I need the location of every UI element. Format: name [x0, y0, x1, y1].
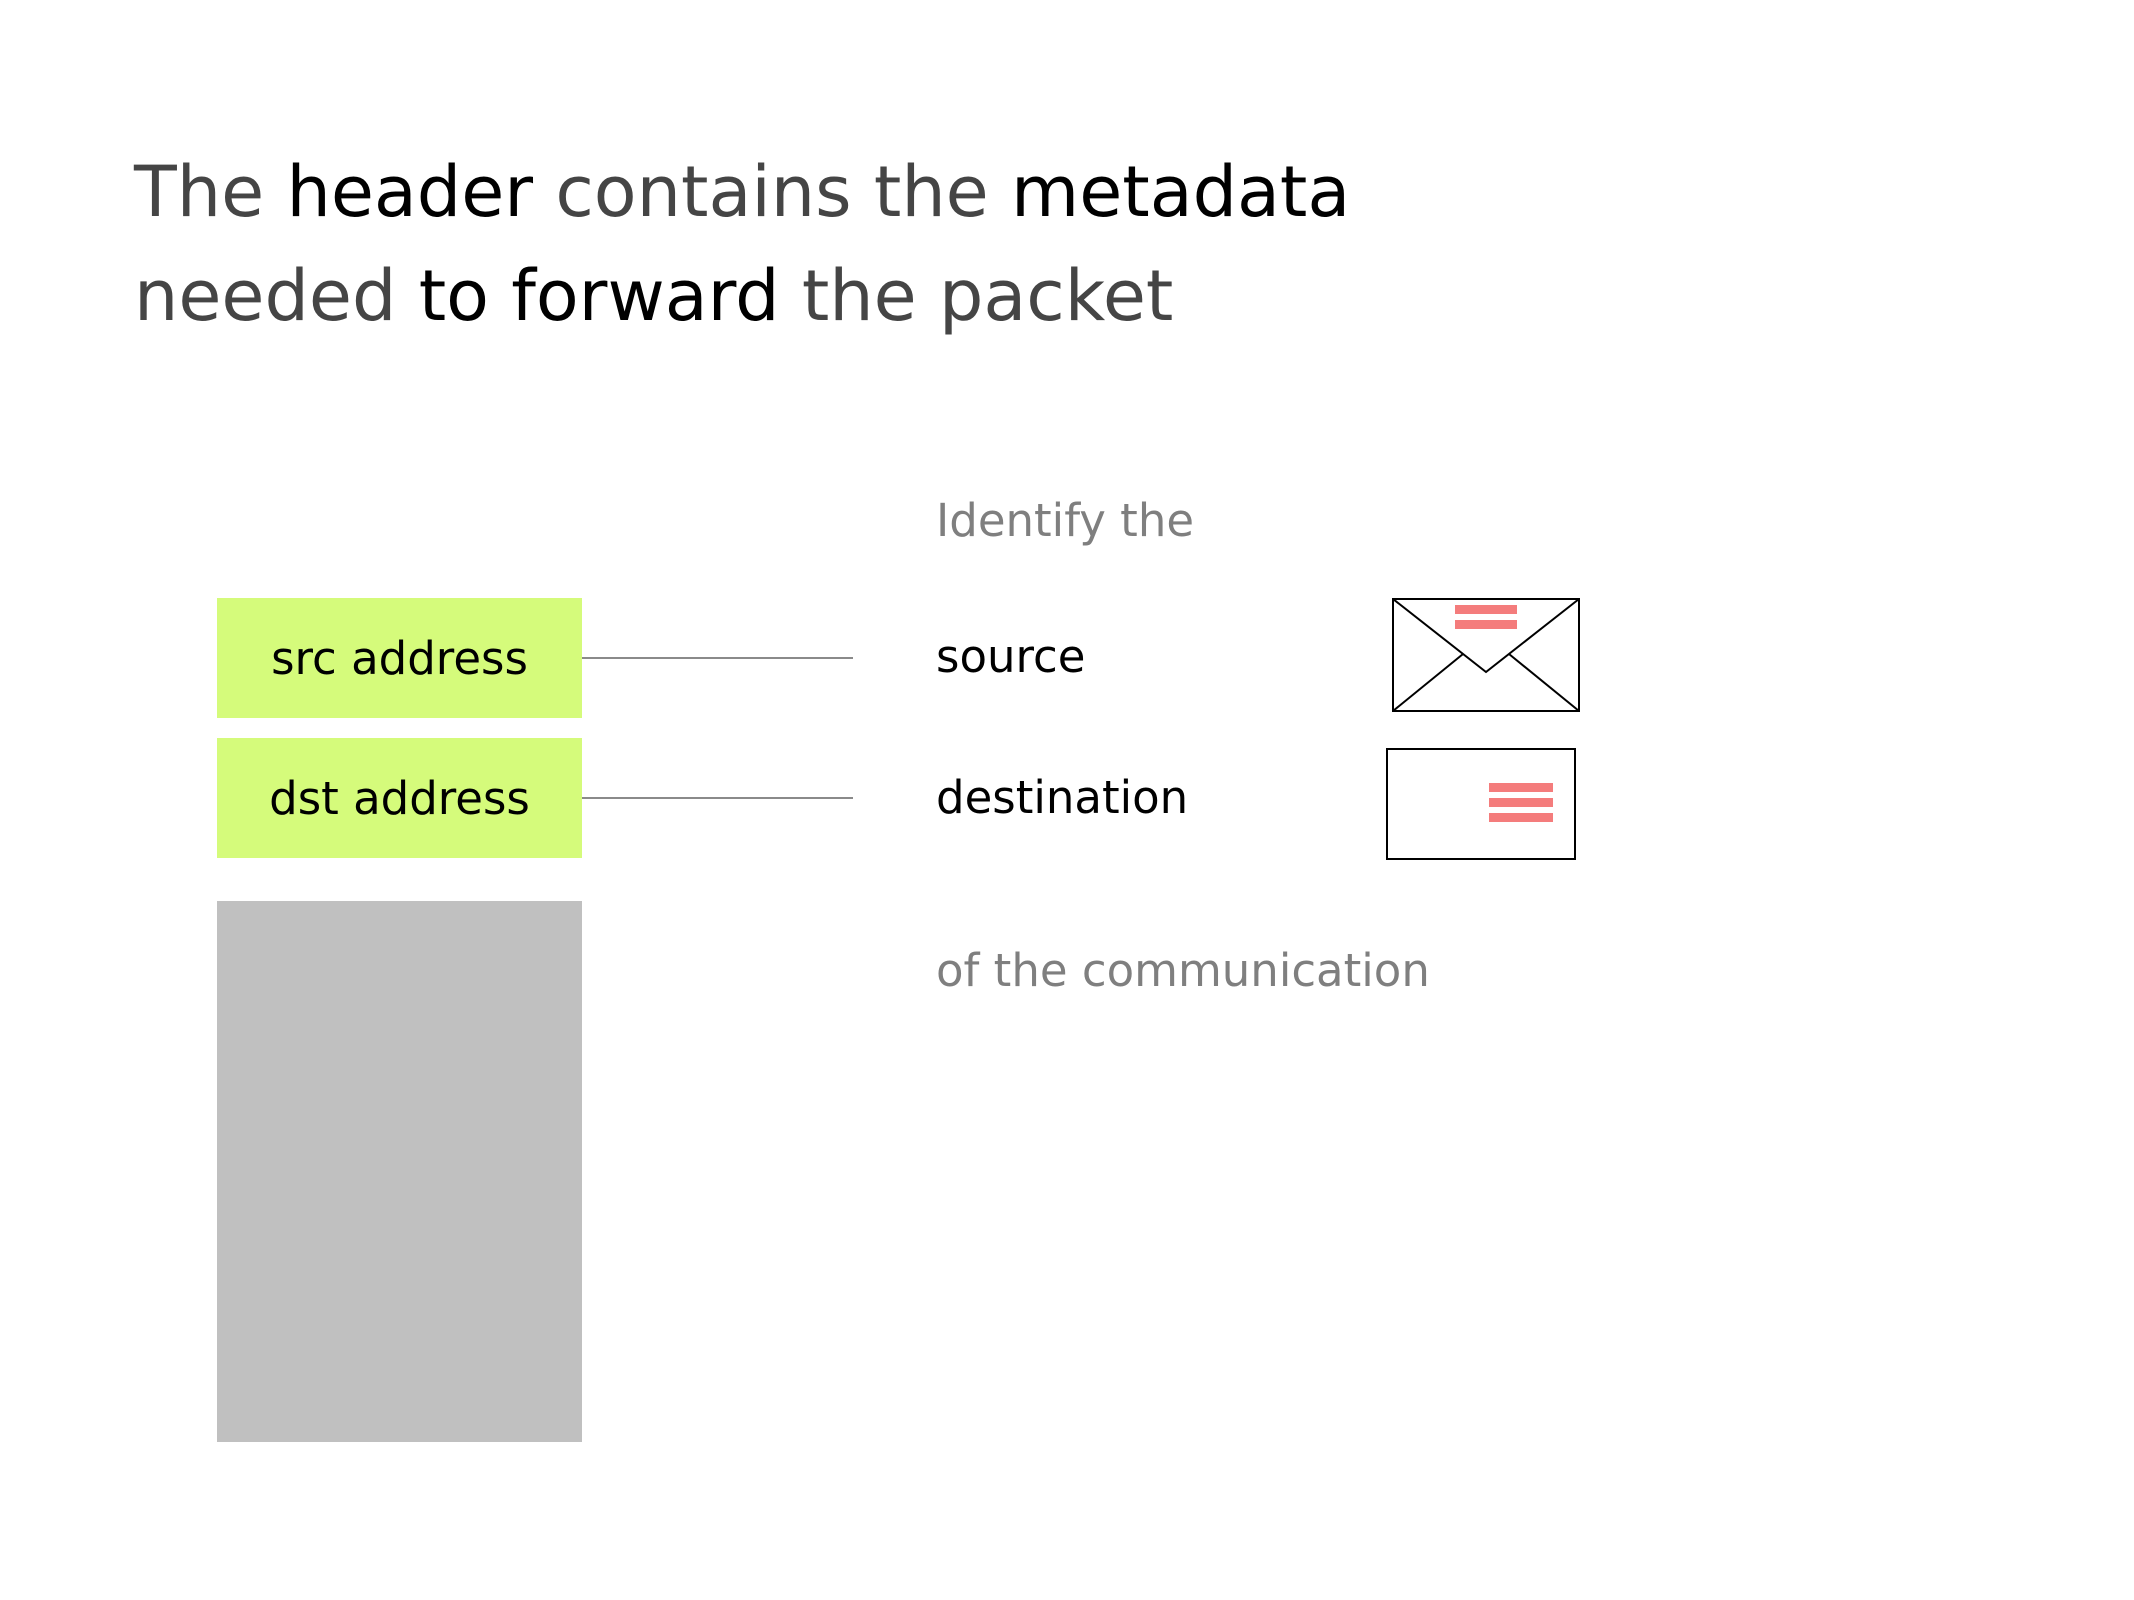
- dst-address-field: dst address: [217, 738, 582, 858]
- title-fragment: contains the: [533, 151, 1011, 233]
- envelope-front-icon: [1386, 748, 1576, 860]
- title-keyword-to-forward: to forward: [418, 255, 780, 337]
- packet-payload-block: [217, 901, 582, 1442]
- closed-envelope-icon: [1392, 598, 1580, 712]
- intro-label: Identify the: [936, 494, 1195, 547]
- title-line-2: needed to forward the packet: [134, 244, 1350, 348]
- title-fragment: The: [134, 151, 287, 233]
- src-address-field: src address: [217, 598, 582, 718]
- dst-connector-line: [582, 797, 853, 799]
- title-keyword-header: header: [286, 151, 534, 233]
- slide-title: The header contains the metadata needed …: [134, 140, 1350, 348]
- source-label: source: [936, 630, 1086, 683]
- destination-label: destination: [936, 771, 1189, 824]
- title-keyword-metadata: metadata: [1011, 151, 1351, 233]
- title-line-1: The header contains the metadata: [134, 140, 1350, 244]
- title-fragment: the packet: [779, 255, 1174, 337]
- src-connector-line: [582, 657, 853, 659]
- title-fragment: needed: [134, 255, 419, 337]
- outro-label: of the communication: [936, 944, 1430, 997]
